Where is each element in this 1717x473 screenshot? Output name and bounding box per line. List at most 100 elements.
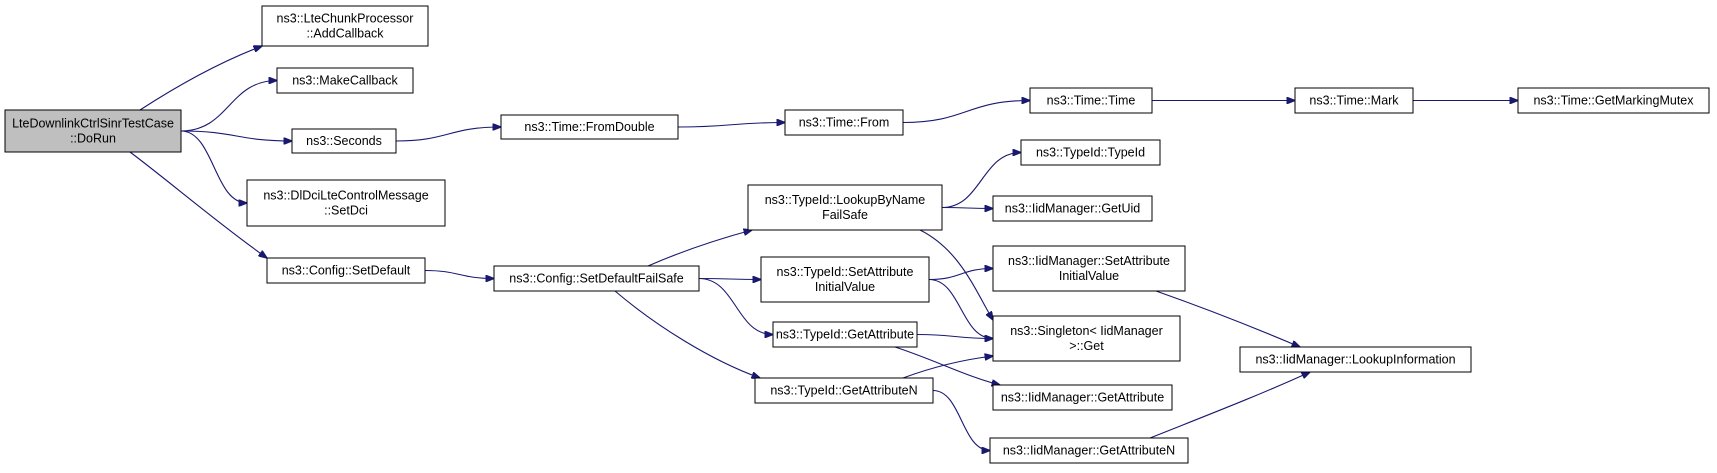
node-box: [1029, 87, 1153, 114]
node-cfgdef[interactable]: ns3::Config::SetDefault: [266, 257, 426, 284]
nodes-layer: LteDownlinkCtrlSinrTestCase::DoRun ns3::L…: [4, 5, 1710, 464]
node-root[interactable]: LteDownlinkCtrlSinrTestCase::DoRun: [4, 109, 182, 153]
edge-cfgdeffs-to-getattrn: [614, 290, 760, 378]
node-getattr[interactable]: ns3::TypeId::GetAttribute: [772, 321, 918, 348]
edge-root-to-makecb: [180, 81, 277, 132]
edge-seconds-to-fromdouble: [395, 127, 501, 142]
node-label: ns3::IidManager::SetAttribute: [1008, 254, 1170, 268]
node-box: [246, 179, 446, 227]
node-iidget[interactable]: ns3::IidManager::GetAttribute: [992, 384, 1173, 411]
node-mutex[interactable]: ns3::Time::GetMarkingMutex: [1517, 87, 1710, 114]
edge-lookup-to-getuid: [941, 208, 993, 209]
node-label: ns3::TypeId::SetAttribute: [777, 265, 914, 279]
node-fromdouble[interactable]: ns3::Time::FromDouble: [500, 114, 679, 140]
node-dldci[interactable]: ns3::DlDciLteControlMessage::SetDci: [246, 179, 446, 227]
node-label: ns3::DlDciLteControlMessage: [263, 189, 428, 203]
node-box: [760, 256, 930, 303]
node-label: ns3::Time::Mark: [1309, 94, 1399, 108]
node-label: ns3::TypeId::GetAttribute: [776, 328, 914, 342]
node-box: [261, 5, 429, 47]
edge-getattrn-to-singleton: [902, 356, 993, 379]
node-from[interactable]: ns3::Time::From: [784, 109, 904, 136]
edge-lookup-to-typeid: [941, 153, 1021, 209]
edge-getattr-to-singleton: [916, 333, 993, 339]
node-label: ns3::TypeId::TypeId: [1036, 146, 1145, 160]
node-box: [266, 257, 426, 284]
node-box: [772, 321, 918, 348]
node-box: [1517, 87, 1710, 114]
node-label: ns3::IidManager::GetUid: [1005, 202, 1141, 216]
node-label: ns3::Config::SetDefault: [282, 264, 411, 278]
node-box: [784, 109, 904, 136]
node-label: FailSafe: [822, 208, 868, 222]
node-cfgdeffs[interactable]: ns3::Config::SetDefaultFailSafe: [493, 265, 700, 292]
edges-layer: [129, 46, 1518, 451]
edge-iidset-to-lookupinfo: [1155, 290, 1300, 347]
edge-cfgdef-to-cfgdeffs: [424, 269, 494, 279]
edge-cfgdeffs-to-setattr: [698, 279, 761, 280]
edge-setattr-to-singleton: [928, 278, 993, 339]
node-mark[interactable]: ns3::Time::Mark: [1294, 87, 1414, 114]
edge-cfgdeffs-to-lookup: [647, 230, 752, 267]
node-box: [747, 184, 943, 231]
edge-root-to-cfgdef: [129, 151, 267, 258]
node-label: ns3::Time::Time: [1047, 94, 1136, 108]
node-box: [500, 114, 679, 140]
edge-root-to-dldci: [180, 130, 247, 203]
edge-lookup-to-singleton: [919, 229, 993, 320]
node-iidgetn[interactable]: ns3::IidManager::GetAttributeN: [989, 437, 1189, 464]
node-box: [4, 109, 182, 153]
node-getuid[interactable]: ns3::IidManager::GetUid: [992, 195, 1153, 222]
node-box: [291, 128, 397, 154]
node-label: ::DoRun: [70, 132, 116, 146]
node-box: [992, 384, 1173, 411]
edge-getattr-to-iidget: [894, 346, 1000, 385]
node-box: [754, 377, 934, 404]
node-chunk[interactable]: ns3::LteChunkProcessor::AddCallback: [261, 5, 429, 47]
node-label: ns3::LteChunkProcessor: [277, 12, 414, 26]
node-label: ::AddCallback: [306, 27, 384, 41]
node-seconds[interactable]: ns3::Seconds: [291, 128, 397, 154]
node-label: ns3::TypeId::LookupByName: [765, 193, 926, 207]
edge-root-to-seconds: [180, 130, 292, 141]
edge-setattr-to-iidset: [928, 269, 993, 281]
node-label: ns3::Time::GetMarkingMutex: [1533, 94, 1694, 108]
node-label: >::Get: [1069, 339, 1104, 353]
edge-fromdouble-to-from: [677, 123, 785, 128]
node-box: [992, 195, 1153, 222]
node-getattrn[interactable]: ns3::TypeId::GetAttributeN: [754, 377, 934, 404]
edge-from-to-time: [902, 101, 1030, 124]
node-box: [992, 245, 1186, 292]
node-typeid[interactable]: ns3::TypeId::TypeId: [1020, 139, 1161, 166]
edge-getattrn-to-iidgetn: [932, 389, 990, 451]
node-box: [989, 437, 1189, 464]
node-label: ::SetDci: [324, 204, 368, 218]
node-label: ns3::IidManager::GetAttribute: [1001, 391, 1164, 405]
node-iidset[interactable]: ns3::IidManager::SetAttributeInitialValu…: [992, 245, 1186, 292]
node-lookupinfo[interactable]: ns3::IidManager::LookupInformation: [1239, 346, 1472, 373]
node-label: ns3::TypeId::GetAttributeN: [770, 384, 917, 398]
node-box: [1020, 139, 1161, 166]
node-box: [276, 67, 414, 94]
edge-iidgetn-to-lookupinfo: [1149, 372, 1310, 439]
node-label: ns3::MakeCallback: [292, 74, 398, 88]
edge-root-to-chunk: [139, 46, 262, 111]
node-label: ns3::Time::FromDouble: [524, 120, 654, 134]
edge-cfgdeffs-to-getattr: [698, 277, 773, 335]
node-label: ns3::Config::SetDefaultFailSafe: [509, 272, 683, 286]
node-time[interactable]: ns3::Time::Time: [1029, 87, 1153, 114]
node-label: ns3::Seconds: [306, 134, 382, 148]
node-label: ns3::IidManager::LookupInformation: [1255, 353, 1455, 367]
node-singleton[interactable]: ns3::Singleton< IidManager >::Get: [992, 315, 1181, 362]
node-box: [493, 265, 700, 292]
node-makecb[interactable]: ns3::MakeCallback: [276, 67, 414, 94]
node-label: InitialValue: [815, 280, 875, 294]
node-box: [1239, 346, 1472, 373]
node-label: ns3::IidManager::GetAttributeN: [1003, 444, 1175, 458]
node-box: [1294, 87, 1414, 114]
node-label: InitialValue: [1059, 269, 1119, 283]
node-label: ns3::Singleton< IidManager: [1010, 324, 1163, 338]
